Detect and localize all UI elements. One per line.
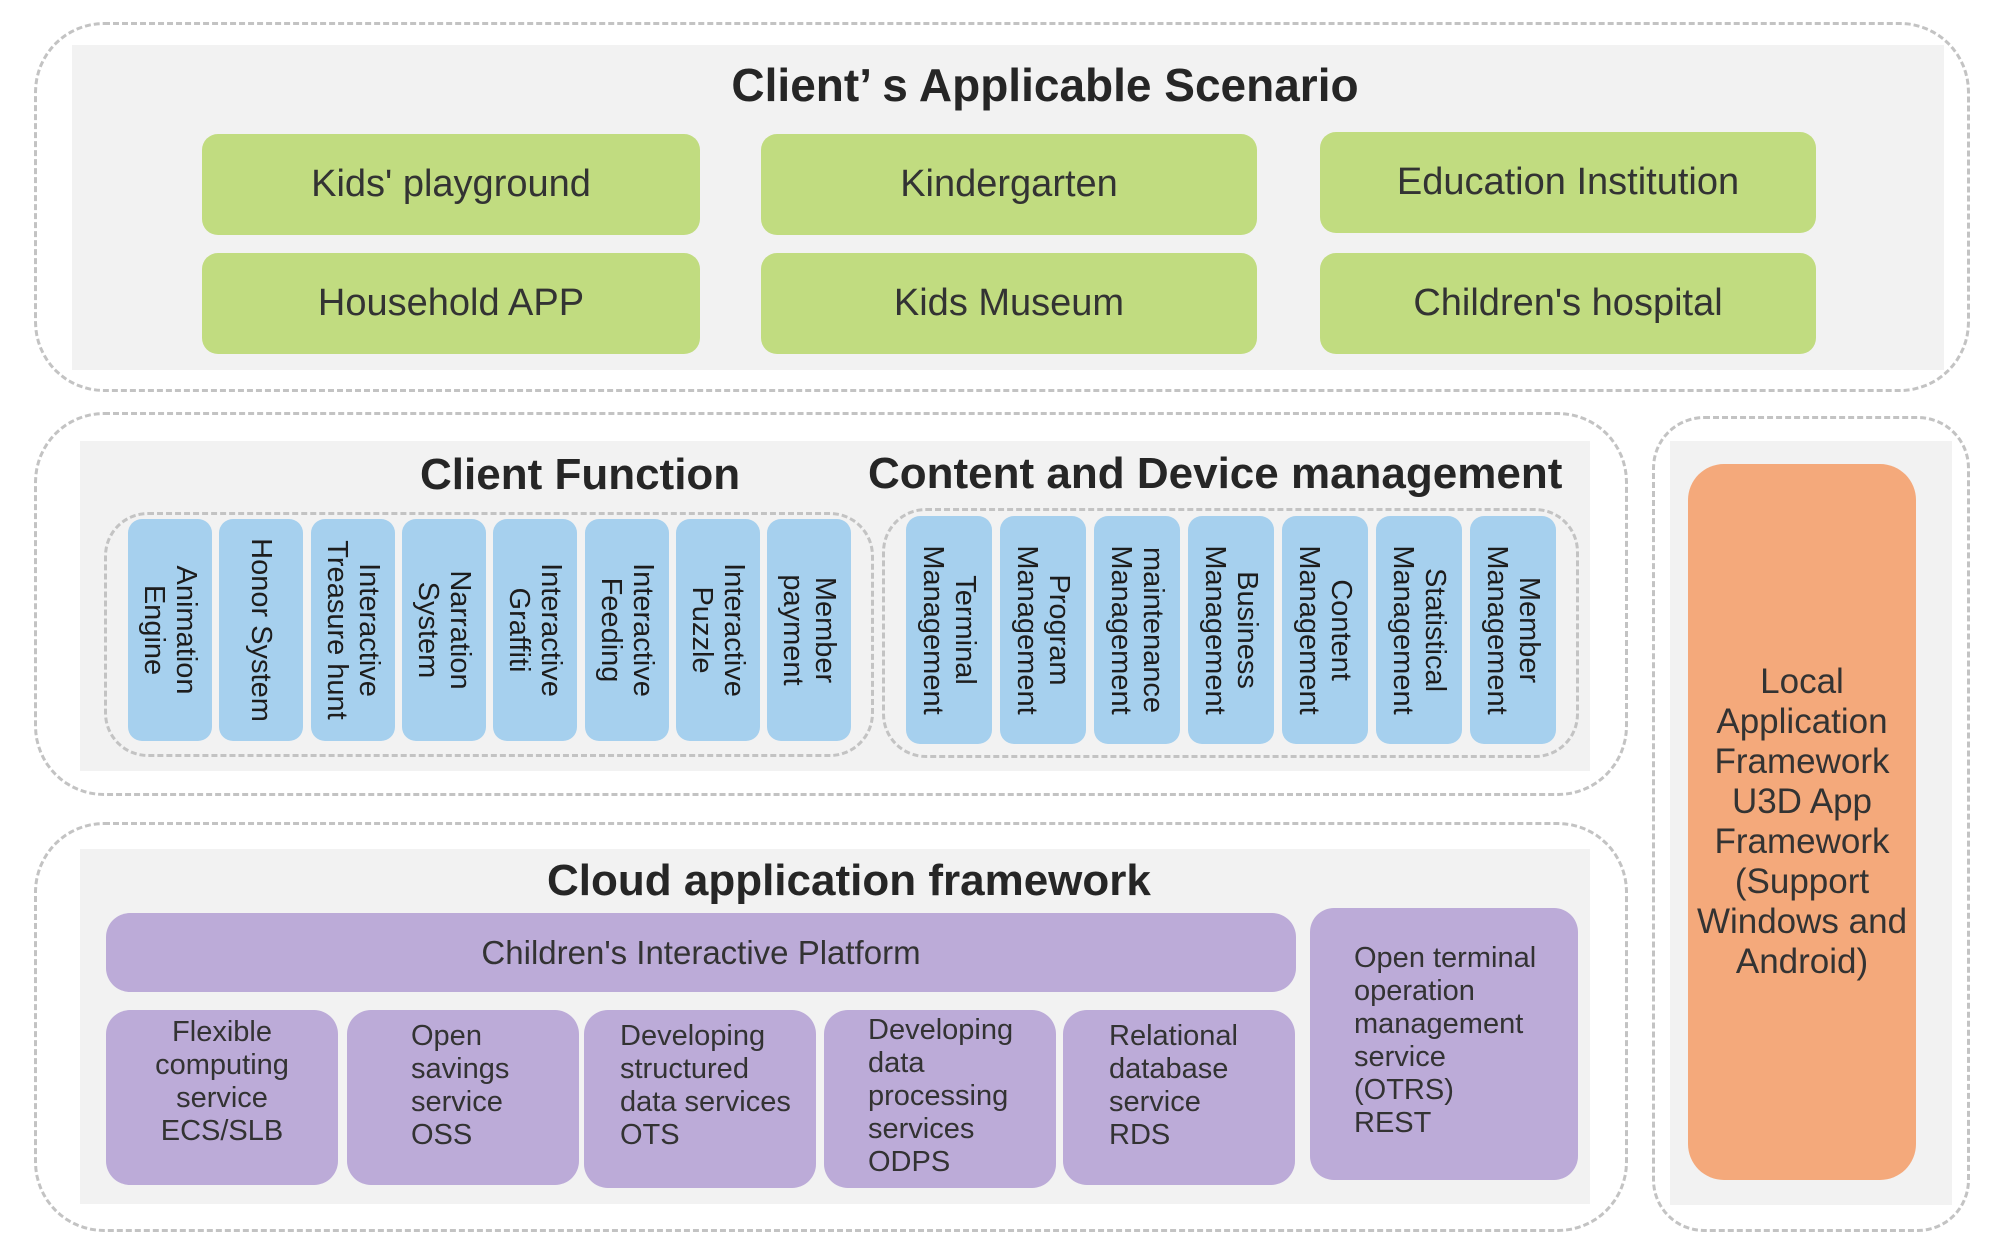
- function-interactive-puzzle: Interactive Puzzle: [676, 519, 760, 741]
- function-honor-system: Honor System: [219, 519, 303, 741]
- management-content: Content Management: [1282, 516, 1368, 744]
- service-ecs-slb: Flexible computing service ECS/SLB: [106, 1010, 338, 1185]
- scenario-education-institution: Education Institution: [1320, 132, 1816, 233]
- scenario-section-border: [34, 22, 1970, 392]
- function-member-payment: Member payment: [767, 519, 851, 741]
- content-device-title: Content and Device management: [868, 449, 1563, 498]
- function-interactive-treasure-hunt: Interactive Treasure hunt: [311, 519, 395, 741]
- function-interactive-feeding: Interactive Feeding: [585, 519, 669, 741]
- local-application-framework: Local Application Framework U3D App Fram…: [1688, 464, 1916, 1180]
- scenario-childrens-hospital: Children's hospital: [1320, 253, 1816, 354]
- scenario-title: Client’ s Applicable Scenario: [731, 59, 1359, 111]
- cloud-title: Cloud application framework: [547, 856, 1151, 905]
- management-maintenance: maintenance Management: [1094, 516, 1180, 744]
- scenario-kids-playground: Kids' playground: [202, 134, 700, 235]
- function-section-border: [34, 412, 1628, 796]
- service-ots: Developing structured data services OTS: [584, 1010, 816, 1188]
- management-program: Program Management: [1000, 516, 1086, 744]
- service-odps: Developing data processing services ODPS: [824, 1010, 1056, 1188]
- service-oss: Open savings service OSS: [347, 1010, 579, 1185]
- function-narration-system: Narration System: [402, 519, 486, 741]
- cloud-section-border: [34, 822, 1628, 1232]
- management-statistical: Statistical Management: [1376, 516, 1462, 744]
- function-interactive-graffiti: Interactive Graffiti: [493, 519, 577, 741]
- scenario-household-app: Household APP: [202, 253, 700, 354]
- management-terminal: Terminal Management: [906, 516, 992, 744]
- client-function-title: Client Function: [420, 450, 741, 499]
- service-rds: Relational database service RDS: [1063, 1010, 1295, 1185]
- scenario-kindergarten: Kindergarten: [761, 134, 1257, 235]
- function-animation-engine: Animation Engine: [128, 519, 212, 741]
- management-business: Business Management: [1188, 516, 1274, 744]
- scenario-kids-museum: Kids Museum: [761, 253, 1257, 354]
- local-section-border: [1652, 416, 1970, 1232]
- client-function-group-border: [104, 512, 874, 757]
- childrens-interactive-platform: Children's Interactive Platform: [106, 913, 1296, 992]
- content-device-group-border: [882, 508, 1579, 758]
- service-otrs-rest: Open terminal operation management servi…: [1310, 908, 1578, 1180]
- management-member: Member Management: [1470, 516, 1556, 744]
